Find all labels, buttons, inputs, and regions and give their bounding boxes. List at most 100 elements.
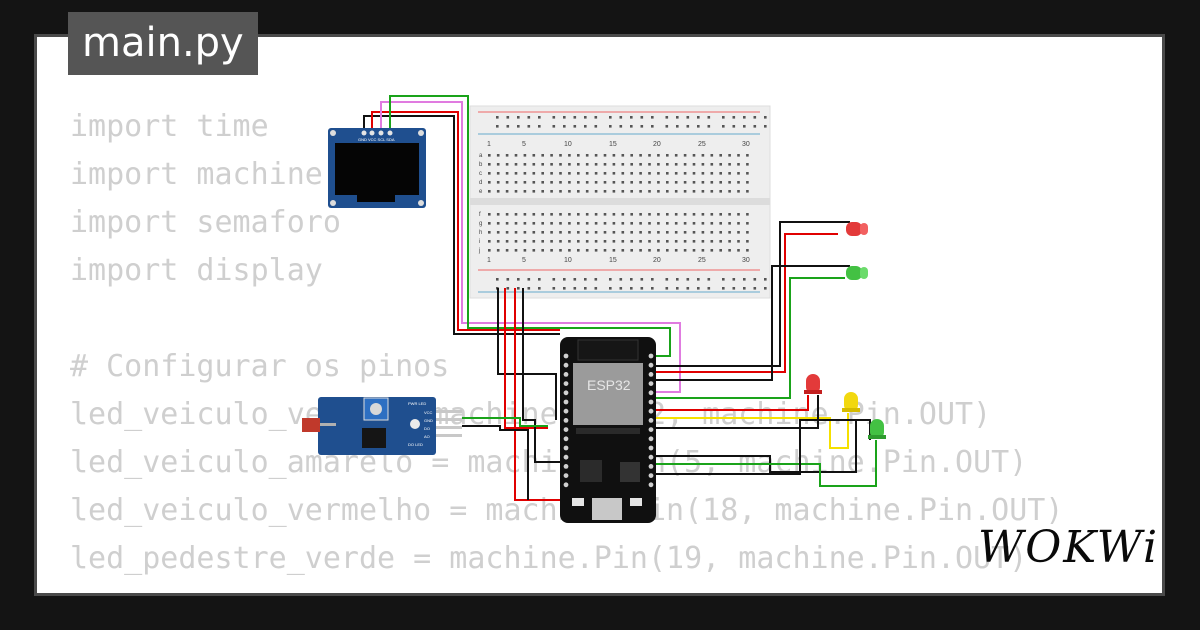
breadboard-hole (585, 154, 589, 157)
breadboard-rail-hole (619, 116, 623, 119)
breadboard-rail-hole (707, 278, 711, 281)
breadboard-hole (674, 222, 678, 225)
breadboard-hole (639, 172, 642, 175)
breadboard-hole (621, 213, 625, 216)
breadboard-rail-hole (584, 287, 587, 290)
breadboard-hole (630, 154, 633, 157)
breadboard-rail-hole (665, 125, 669, 128)
breadboard-hole (692, 222, 696, 225)
oled-display[interactable]: GND VCC SCL SDA (328, 128, 426, 208)
ldr-led-label: PWR LED (408, 401, 426, 406)
breadboard-hole (746, 181, 749, 184)
breadboard-hole (568, 249, 571, 252)
esp32-pin (648, 418, 654, 423)
file-tab[interactable]: main.py (68, 12, 258, 75)
breadboard-hole (692, 172, 696, 175)
breadboard-hole (514, 231, 518, 234)
esp32-pin (563, 353, 569, 359)
breadboard[interactable]: 1 5 10 15 20 25 30 1 5 10 15 20 25 30 a … (469, 105, 771, 299)
breadboard-hole (728, 163, 731, 166)
breadboard-hole (559, 172, 562, 175)
breadboard-rail-hole (609, 278, 612, 281)
esp32-pin (563, 372, 569, 377)
led-green-horizontal[interactable] (846, 266, 868, 280)
breadboard-rail-hole (743, 287, 746, 290)
breadboard-rail-hole (538, 125, 541, 128)
breadboard-hole (657, 249, 660, 252)
breadboard-hole (541, 181, 544, 184)
esp32-pin (648, 390, 654, 396)
breadboard-rail-hole (686, 287, 690, 290)
breadboard-hole (648, 190, 651, 193)
breadboard-hole (541, 222, 544, 225)
breadboard-hole (666, 249, 669, 252)
breadboard-hole (532, 240, 536, 243)
breadboard-rail-hole (676, 116, 679, 119)
breadboard-hole (674, 154, 678, 157)
breadboard-hole (541, 154, 544, 157)
breadboard-hole (630, 213, 633, 216)
breadboard-hole (488, 172, 491, 175)
breadboard-hole (728, 249, 731, 252)
esp32-pin (648, 408, 654, 414)
led-red-horizontal[interactable] (846, 222, 868, 236)
ldr-pin-label: DO (424, 426, 430, 431)
breadboard-column-numbers: 1 5 10 15 20 25 30 1 5 10 15 20 25 30 (487, 141, 750, 264)
breadboard-hole (514, 172, 518, 175)
breadboard-hole (568, 222, 571, 225)
breadboard-hole (594, 190, 598, 193)
breadboard-rail-hole (584, 125, 587, 128)
breadboard-hole (621, 249, 625, 252)
breadboard-rail-hole (506, 116, 510, 119)
breadboard-rail-hole (552, 116, 556, 119)
breadboard-hole (683, 249, 687, 252)
esp32-chip-label: ESP32 (587, 377, 631, 393)
esp32-board[interactable]: ESP32 (560, 337, 656, 523)
breadboard-rail-hole (665, 116, 669, 119)
breadboard-rail-hole (707, 125, 711, 128)
ldr-sensor-module[interactable]: VCC GND DO AO PWR LED DO LED (302, 397, 462, 455)
breadboard-hole (550, 190, 553, 193)
code-line: import machine (70, 157, 323, 192)
breadboard-hole (737, 154, 740, 157)
breadboard-rail-hole (527, 278, 531, 281)
breadboard-hole (523, 163, 527, 166)
breadboard-hole (541, 172, 544, 175)
code-line: import semaforo (70, 205, 341, 240)
breadboard-rail-hole (552, 125, 556, 128)
breadboard-hole (639, 190, 642, 193)
breadboard-hole (550, 163, 553, 166)
svg-text:b: b (479, 162, 483, 168)
breadboard-hole (683, 190, 687, 193)
breadboard-hole (496, 190, 500, 193)
breadboard-hole (710, 190, 714, 193)
breadboard-hole (746, 231, 749, 234)
breadboard-hole (737, 240, 740, 243)
svg-text:d: d (479, 180, 482, 186)
led-green-vertical[interactable] (868, 419, 886, 439)
breadboard-hole (701, 222, 705, 225)
breadboard-rail-hole (697, 125, 700, 128)
breadboard-rail-hole (697, 287, 700, 290)
breadboard-rail-hole (496, 116, 499, 119)
column-number: 30 (742, 141, 750, 148)
esp32-pin (563, 362, 569, 368)
breadboard-rail-hole (697, 278, 700, 281)
breadboard-hole (746, 213, 749, 216)
breadboard-hole (612, 172, 616, 175)
breadboard-hole (585, 222, 589, 225)
led-red-vertical[interactable] (804, 374, 822, 394)
breadboard-hole (550, 154, 553, 157)
breadboard-hole (692, 231, 696, 234)
breadboard-hole (701, 163, 705, 166)
led-yellow-vertical[interactable] (842, 392, 860, 412)
breadboard-hole (639, 222, 642, 225)
svg-text:h: h (479, 230, 482, 236)
breadboard-hole (603, 231, 607, 234)
breadboard-hole (639, 240, 642, 243)
breadboard-hole (612, 222, 616, 225)
code-line: # Configurar os pinos (70, 349, 450, 384)
breadboard-hole (505, 231, 509, 234)
breadboard-hole (559, 231, 562, 234)
wires (363, 95, 877, 501)
